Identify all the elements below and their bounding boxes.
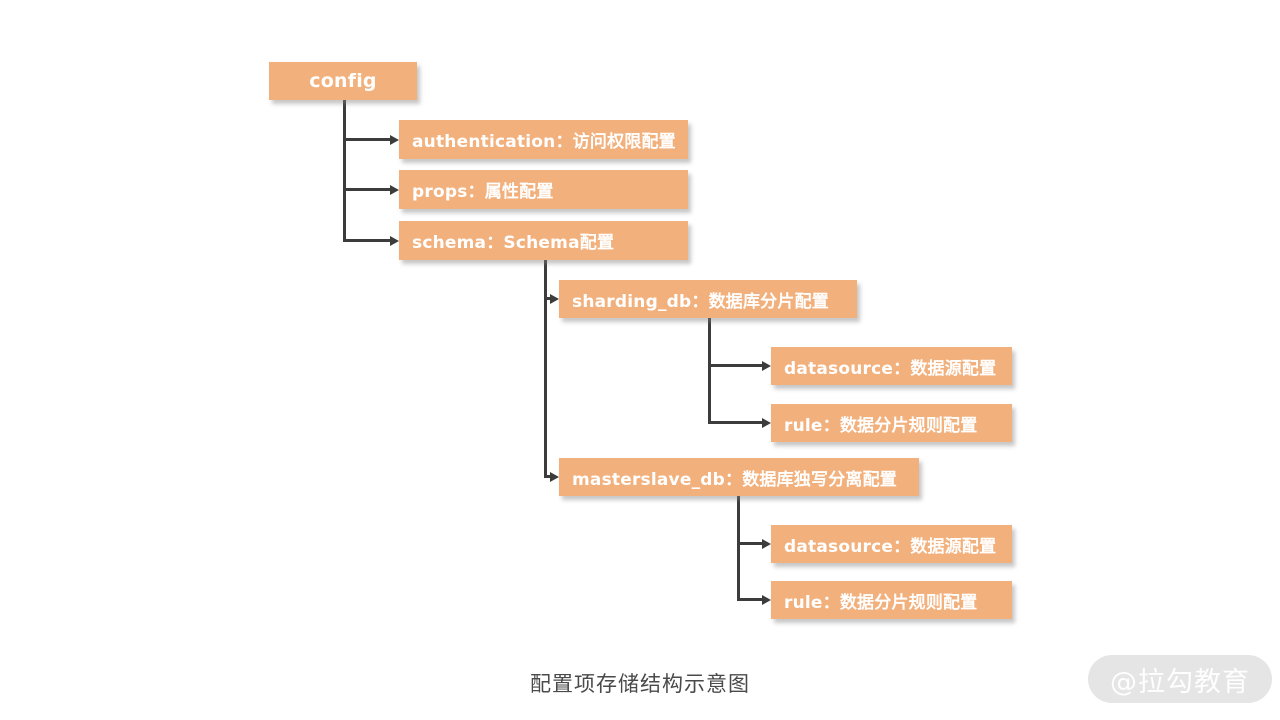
arrow-right-icon: [550, 472, 559, 482]
node-sharding-datasource: datasource：数据源配置: [771, 347, 1012, 385]
arrow-right-icon: [762, 539, 771, 549]
connector-config-trunk: [343, 100, 346, 242]
connector-branch-sharding-datasource: [708, 364, 762, 367]
node-schema: schema：Schema配置: [399, 221, 688, 260]
connector-schema-trunk: [544, 260, 547, 478]
node-masterslave-db: masterslave_db：数据库独写分离配置: [559, 458, 919, 496]
watermark-badge: @拉勾教育: [1088, 655, 1272, 703]
connector-masterslave-trunk: [737, 496, 740, 601]
node-sharding-rule: rule：数据分片规则配置: [771, 404, 1012, 442]
node-sharding-db: sharding_db：数据库分片配置: [559, 280, 857, 318]
arrow-right-icon: [762, 595, 771, 605]
node-masterslave-datasource: datasource：数据源配置: [771, 525, 1012, 563]
arrow-right-icon: [762, 418, 771, 428]
connector-branch-masterslave-rule: [737, 598, 762, 601]
connector-sharding-trunk: [708, 318, 711, 424]
connector-branch-masterslave-db: [544, 475, 550, 478]
connector-branch-sharding-rule: [708, 421, 762, 424]
connector-branch-schema: [343, 239, 390, 242]
arrow-right-icon: [390, 236, 399, 246]
connector-branch-authentication: [343, 138, 390, 141]
connector-branch-props: [343, 188, 390, 191]
node-config: config: [269, 62, 417, 100]
arrow-right-icon: [390, 185, 399, 195]
node-authentication: authentication：访问权限配置: [399, 120, 688, 159]
diagram-caption: 配置项存储结构示意图: [530, 672, 750, 696]
node-masterslave-rule: rule：数据分片规则配置: [771, 581, 1012, 619]
arrow-right-icon: [762, 361, 771, 371]
node-props: props：属性配置: [399, 170, 688, 209]
arrow-right-icon: [550, 294, 559, 304]
connector-branch-masterslave-datasource: [737, 542, 762, 545]
arrow-right-icon: [390, 135, 399, 145]
connector-branch-sharding-db: [544, 297, 550, 300]
